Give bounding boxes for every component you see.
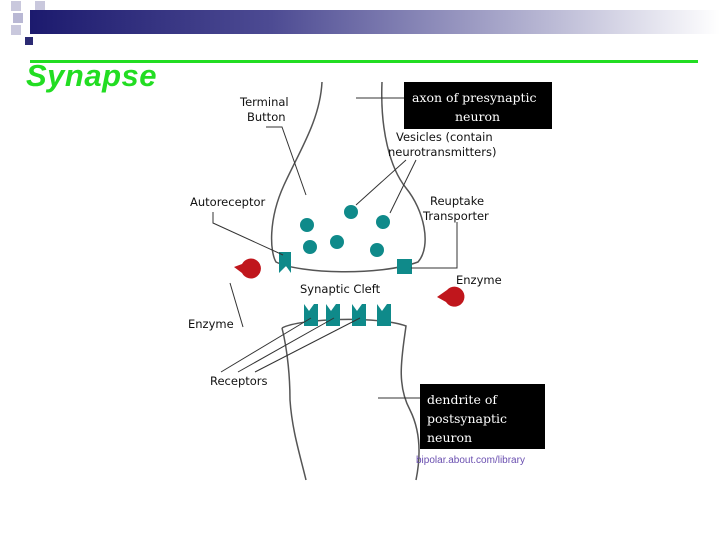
enzyme-right-shape [437, 286, 465, 307]
receptors-label: Receptors [210, 374, 268, 388]
vesicle [300, 218, 314, 232]
autoreceptor-label: Autoreceptor [190, 195, 265, 209]
vesicle [370, 243, 384, 257]
dendrite-box: dendrite of postsynaptic neuron [420, 384, 545, 449]
enzyme-right-label: Enzyme [456, 273, 502, 287]
receptor [304, 304, 318, 326]
header-gradient-bar [30, 10, 720, 34]
receptor [377, 304, 391, 326]
vesicles [300, 205, 390, 257]
vesicle [376, 215, 390, 229]
vesicles-label-2: neurotransmitters) [388, 145, 496, 159]
reuptake-transporter-shape [397, 259, 412, 274]
reuptake-transporter-label-2: Transporter [422, 209, 489, 223]
synaptic-cleft-label: Synaptic Cleft [300, 282, 381, 296]
vesicle [330, 235, 344, 249]
dendrite-box-label: dendrite of [427, 392, 498, 407]
vesicles-label: Vesicles (contain [396, 130, 493, 144]
axon-box: axon of presynaptic neuron [404, 82, 552, 129]
receptor [352, 304, 366, 326]
axon-box-label-2: neuron [455, 109, 500, 124]
presynaptic-membrane [270, 81, 426, 273]
enzyme-left-label: Enzyme [188, 317, 234, 331]
reuptake-transporter-label: Reuptake [430, 194, 484, 208]
axon-box-label: axon of presynaptic [412, 90, 537, 105]
postsynaptic-membrane [281, 318, 420, 481]
autoreceptor-shape [279, 252, 291, 273]
receptor [326, 304, 340, 326]
vesicle [303, 240, 317, 254]
pointer-lines [212, 97, 458, 399]
terminal-button-label: Terminal [239, 95, 289, 109]
dendrite-box-label-2: postsynaptic [427, 411, 507, 426]
vesicle [344, 205, 358, 219]
enzyme-left-shape [234, 258, 261, 279]
dendrite-box-label-3: neuron [427, 430, 472, 445]
slide-title: Synapse [26, 58, 158, 93]
terminal-button-label-2: Button [247, 110, 286, 124]
title-underline [30, 60, 698, 63]
receptors [304, 304, 391, 326]
source-credit: bipolar.about.com/library [416, 455, 525, 466]
postsynaptic-membrane-left [281, 327, 307, 481]
